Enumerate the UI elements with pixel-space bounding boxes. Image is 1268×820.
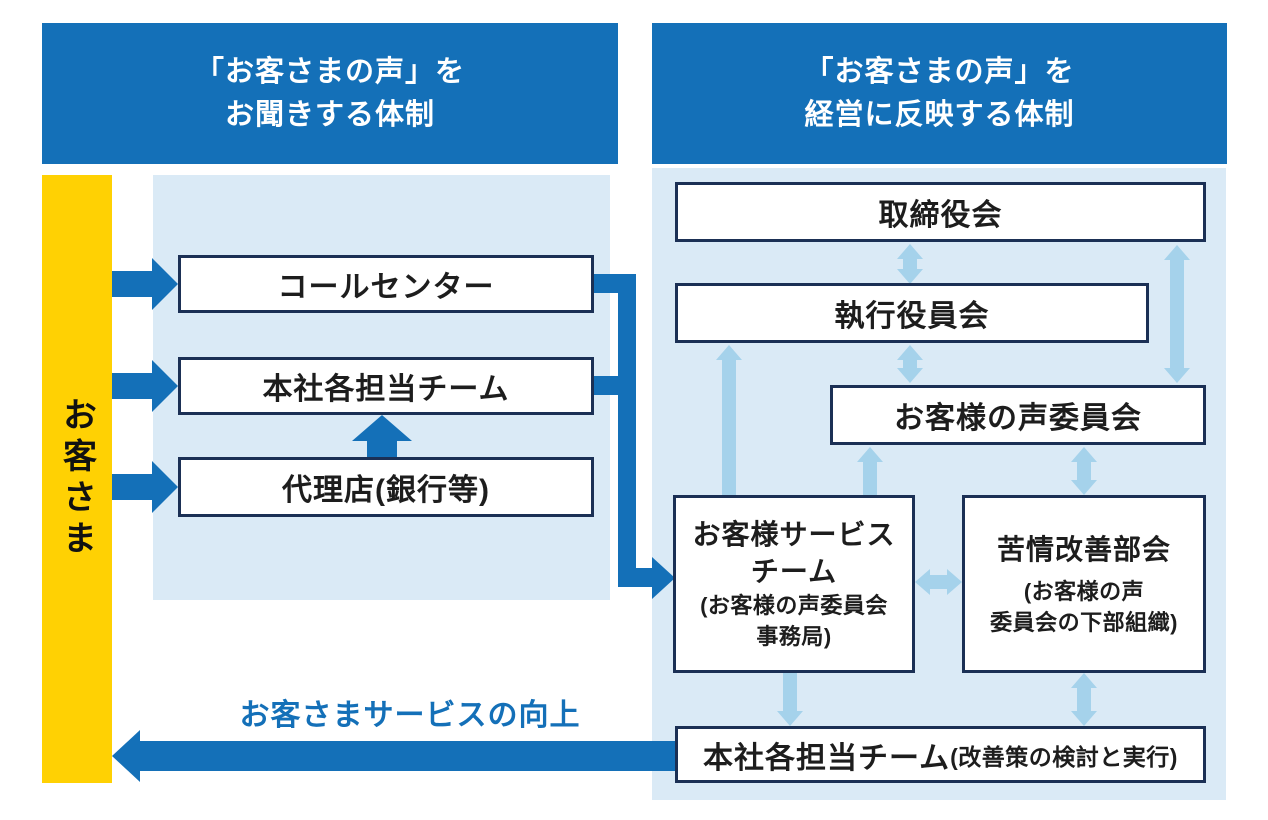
box-hq-teams: 本社各担当チーム	[178, 357, 594, 415]
hq-teams-label: 本社各担当チーム	[262, 373, 510, 406]
box-voice-committee: お客様の声委員会	[830, 385, 1206, 445]
agency-label: 代理店(銀行等)	[282, 474, 490, 507]
connector-bottom-stub	[618, 568, 652, 587]
right-header-line2: 経営に反映する体制	[804, 98, 1075, 131]
hq-teams-bottom-title: 本社各担当チーム	[703, 741, 951, 775]
arrow-service-team-to-voice-committee-icon	[857, 447, 883, 495]
arrow-service-team-complaint-icon	[915, 569, 962, 595]
left-header-line1: 「お客さまの声」を	[194, 55, 465, 88]
right-header: 「お客さまの声」を 経営に反映する体制	[652, 23, 1227, 164]
service-team-title-line2: チーム	[750, 556, 838, 587]
arrow-board-executive-icon	[897, 244, 923, 284]
board-label: 取締役会	[878, 199, 1003, 232]
complaint-note-line1: (お客様の声	[1023, 578, 1145, 604]
arrow-voice-committee-complaint-icon	[1071, 447, 1097, 495]
arrow-board-voice-committee-icon	[1164, 245, 1190, 383]
customer-bar: お客さま	[42, 175, 112, 783]
executive-committee-label: 執行役員会	[834, 300, 990, 333]
arrow-service-team-to-executive-icon	[716, 345, 742, 495]
arrow-service-team-to-hq-bottom-icon	[777, 673, 803, 726]
box-board-of-directors: 取締役会	[675, 182, 1206, 242]
customer-bar-label: お客さま	[57, 397, 96, 561]
box-executive-committee: 執行役員会	[675, 283, 1149, 343]
service-team-title-line1: お客様サービス	[692, 519, 896, 550]
call-center-label: コールセンター	[277, 271, 495, 304]
arrow-customer-to-call-center-icon	[112, 258, 178, 310]
arrow-customer-to-hq-teams-icon	[112, 360, 178, 412]
hq-teams-bottom-note: (改善策の検討と実行)	[950, 743, 1178, 770]
improvement-label: お客さまサービスの向上	[239, 699, 581, 732]
arrow-complaint-hq-bottom-icon	[1071, 673, 1097, 726]
arrow-agency-to-hq-teams-icon	[352, 415, 412, 457]
arrow-executive-voice-committee-icon	[897, 345, 923, 383]
arrow-customer-to-agency-icon	[112, 461, 178, 513]
service-team-note-line1: (お客様の声委員会	[700, 593, 888, 618]
connector-vertical-line	[618, 274, 636, 587]
box-service-team: お客様サービス チーム (お客様の声委員会 事務局)	[673, 495, 915, 673]
complaint-note-line2: 委員会の下部組織)	[990, 609, 1178, 635]
connector-arrowhead-to-service-team-icon	[652, 557, 675, 599]
complaint-title: 苦情改善部会	[996, 533, 1171, 565]
box-complaint-subcommittee: 苦情改善部会 (お客様の声 委員会の下部組織)	[962, 495, 1206, 673]
left-header: 「お客さまの声」を お聞きする体制	[42, 23, 618, 164]
box-hq-teams-bottom: 本社各担当チーム(改善策の検討と実行)	[675, 726, 1206, 783]
box-agency: 代理店(銀行等)	[178, 457, 594, 517]
left-header-line2: お聞きする体制	[224, 98, 435, 131]
service-team-note-line2: 事務局)	[756, 624, 832, 649]
right-header-line1: 「お客さまの声」を	[804, 55, 1075, 88]
box-call-center: コールセンター	[178, 255, 594, 313]
right-panel-background	[652, 168, 1226, 800]
voice-committee-label: お客様の声委員会	[894, 402, 1142, 435]
arrow-improvement-to-customer-icon	[112, 730, 675, 782]
